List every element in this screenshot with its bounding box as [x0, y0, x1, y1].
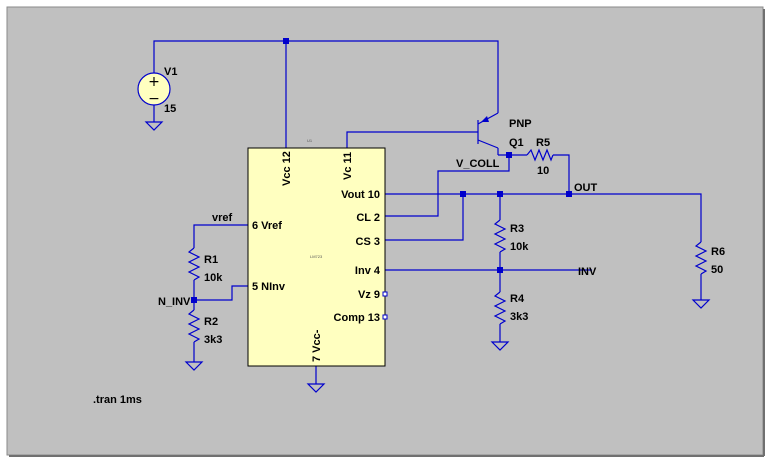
ic-u1[interactable]: U1 LM723 Vcc 12 Vc 11 Vout 10 CL 2 CS 3 …: [247, 138, 388, 367]
resistor-r6[interactable]: R6 50: [694, 241, 725, 276]
v1-plus-sign: +: [148, 74, 160, 90]
net-label-inv: INV: [578, 266, 597, 278]
r4-zigzag: [493, 291, 507, 325]
ic-u1-body: [247, 147, 386, 367]
ground-icon: [306, 383, 326, 393]
r1-zigzag: [187, 247, 201, 281]
wire-supply-rail: [153, 40, 499, 113]
pin-vcc-label: Vcc 12: [281, 151, 293, 186]
wire-vc-base: [346, 131, 478, 148]
junction-dot: [460, 191, 466, 197]
r2-zigzag: [187, 309, 201, 343]
net-label-vref: vref: [212, 212, 233, 224]
junction-dot: [497, 267, 503, 273]
r1-value-label: 10k: [204, 272, 223, 284]
q1-type-label: PNP: [509, 118, 532, 130]
ic-u1-part-label: LM723: [310, 254, 323, 259]
voltage-source-v1[interactable]: + − V1 15: [137, 66, 177, 122]
r4-ref-label: R4: [510, 293, 525, 305]
v1-minus-sign: −: [148, 91, 160, 107]
r2-ref-label: R2: [204, 316, 218, 328]
q1-collector-lead: [477, 139, 499, 149]
q1-emitter-lead: [477, 112, 499, 125]
ground-icon: [184, 361, 204, 371]
wires: [153, 40, 702, 384]
ground-icon: [490, 341, 510, 351]
r5-zigzag: [526, 148, 554, 162]
r6-zigzag: [694, 241, 708, 275]
ic-u1-ref-label: U1: [307, 138, 313, 143]
r3-value-label: 10k: [510, 241, 529, 253]
pin-vout-label: Vout 10: [341, 189, 380, 201]
r6-value-label: 50: [711, 264, 723, 276]
pin-comp-terminal: [382, 314, 388, 320]
q1-ref-label: Q1: [509, 137, 524, 149]
r1-ref-label: R1: [204, 254, 218, 266]
r5-ref-label: R5: [536, 137, 550, 149]
pin-inv-label: Inv 4: [355, 265, 381, 277]
net-label-out: OUT: [574, 182, 598, 194]
r5-value-label: 10: [537, 165, 549, 177]
pin-vref-label: 6 Vref: [252, 220, 282, 232]
r6-ref-label: R6: [711, 246, 725, 258]
ground-icon: [691, 299, 711, 309]
net-label-n-inv: N_INV: [158, 296, 191, 308]
pin-cl-label: CL 2: [356, 212, 380, 224]
ground-icon: [144, 121, 164, 131]
wire-r5-out: [553, 154, 570, 194]
wire-cs: [385, 194, 464, 241]
pin-comp-label: Comp 13: [334, 312, 380, 324]
v1-value-label: 15: [164, 103, 176, 115]
q1-emitter-arrow-icon: [481, 116, 489, 122]
r2-value-label: 3k3: [204, 334, 222, 346]
junction-dot: [283, 38, 289, 44]
junctions: [191, 38, 572, 303]
wire-vref: [193, 224, 248, 248]
resistor-r3[interactable]: R3 10k: [493, 219, 529, 253]
r4-value-label: 3k3: [510, 311, 528, 323]
pin-vccneg-label: 7 Vcc-: [311, 329, 323, 362]
junction-dot: [566, 191, 572, 197]
wire-vcoll-cl: [385, 155, 510, 217]
wire-out-rail: [385, 193, 702, 242]
spice-directive[interactable]: .tran 1ms: [93, 394, 142, 406]
pin-cs-label: CS 3: [356, 236, 380, 248]
transistor-q1[interactable]: PNP Q1: [477, 112, 532, 155]
resistor-r1[interactable]: R1 10k: [187, 247, 223, 284]
resistor-r2[interactable]: R2 3k3: [187, 309, 222, 346]
r3-zigzag: [493, 219, 507, 253]
r3-ref-label: R3: [510, 223, 524, 235]
net-label-v-coll: V_COLL: [456, 158, 500, 170]
resistor-r4[interactable]: R4 3k3: [493, 291, 528, 325]
pin-vz-label: Vz 9: [358, 289, 380, 301]
pin-vc-label: Vc 11: [342, 152, 354, 180]
junction-dot: [497, 191, 503, 197]
v1-ref-label: V1: [164, 66, 177, 78]
resistor-r5[interactable]: R5 10: [526, 137, 554, 177]
wire-ninv: [194, 285, 248, 301]
junction-dot: [506, 152, 512, 158]
pin-vz-terminal: [382, 291, 388, 297]
pin-ninv-label: 5 NInv: [252, 281, 286, 293]
junction-dot: [191, 297, 197, 303]
